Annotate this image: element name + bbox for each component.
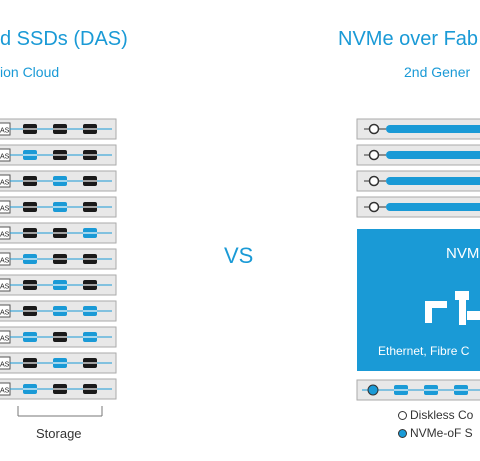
das-server-unit: AS	[0, 300, 117, 322]
ssd-drive-icon	[424, 385, 438, 395]
ssd-drive-icon	[23, 202, 37, 212]
nvmeof-node-icon	[367, 384, 379, 396]
diskless-node-icon	[368, 175, 380, 187]
nvmeof-storage-unit	[356, 379, 480, 401]
fabric-link-bar	[386, 177, 480, 185]
fabric-sublabel: Ethernet, Fibre C	[378, 344, 470, 358]
ssd-drive-icon	[53, 306, 67, 316]
ssd-drive-icon	[83, 384, 97, 394]
ssd-drive-icon	[53, 254, 67, 264]
legend-diskless: Diskless Co	[398, 408, 473, 422]
diskless-compute-node	[356, 118, 480, 140]
das-label: AS	[0, 128, 10, 135]
ssd-drive-icon	[23, 384, 37, 394]
ssd-drive-icon	[23, 254, 37, 264]
ssd-drive-icon	[53, 358, 67, 368]
diskless-node-icon	[368, 149, 380, 161]
das-label: AS	[0, 336, 10, 343]
das-server-unit: AS	[0, 352, 117, 374]
ssd-drive-icon	[454, 385, 468, 395]
diskless-compute-nodes	[356, 118, 480, 218]
das-label: AS	[0, 180, 10, 187]
ssd-drive-icon	[53, 228, 67, 238]
das-server-unit: AS	[0, 378, 117, 400]
storage-label: Storage	[36, 426, 82, 441]
vs-label: VS	[224, 243, 254, 268]
ssd-drive-icon	[23, 150, 37, 160]
das-subtitle: ion Cloud	[0, 64, 60, 80]
legend-nvmeof-text: NVMe-oF S	[410, 426, 473, 440]
nvmeof-subtitle: 2nd Gener	[404, 64, 471, 80]
ssd-drive-icon	[83, 150, 97, 160]
ssd-drive-icon	[53, 384, 67, 394]
ssd-drive-icon	[23, 228, 37, 238]
ssd-drive-icon	[53, 150, 67, 160]
das-server-unit: AS	[0, 222, 117, 244]
ssd-drive-icon	[23, 280, 37, 290]
ssd-drive-icon	[394, 385, 408, 395]
das-label: AS	[0, 258, 10, 265]
das-server-unit: AS	[0, 274, 117, 296]
nvmeof-storage-shelf	[356, 379, 480, 401]
ssd-drive-icon	[53, 202, 67, 212]
das-label: AS	[0, 310, 10, 317]
ssd-drive-icon	[83, 306, 97, 316]
das-server-unit: AS	[0, 170, 117, 192]
das-server-unit: AS	[0, 118, 117, 140]
ssd-drive-icon	[83, 124, 97, 134]
ssd-drive-icon	[83, 202, 97, 212]
ssd-drive-icon	[23, 358, 37, 368]
das-label: AS	[0, 362, 10, 369]
diskless-compute-node	[356, 196, 480, 218]
das-server-unit: AS	[0, 144, 117, 166]
nvmeof-title: NVMe over Fab	[338, 28, 479, 50]
das-title: d SSDs (DAS)	[0, 28, 128, 50]
ssd-drive-icon	[53, 332, 67, 342]
ssd-drive-icon	[53, 176, 67, 186]
diskless-compute-node	[356, 144, 480, 166]
diskless-node-icon	[368, 123, 380, 135]
das-label: AS	[0, 154, 10, 161]
ssd-drive-icon	[53, 124, 67, 134]
diskless-compute-node	[356, 170, 480, 192]
ssd-drive-icon	[23, 176, 37, 186]
ssd-drive-icon	[83, 228, 97, 238]
ssd-drive-icon	[83, 358, 97, 368]
das-server-unit: AS	[0, 326, 117, 348]
network-switch-icon	[425, 291, 480, 325]
ssd-drive-icon	[83, 332, 97, 342]
storage-bracket	[17, 406, 103, 417]
das-label: AS	[0, 284, 10, 291]
das-label: AS	[0, 206, 10, 213]
fabric-link-bar	[386, 203, 480, 211]
ssd-drive-icon	[83, 176, 97, 186]
ssd-drive-icon	[23, 306, 37, 316]
nvme-fabric-box: NVM Ethernet, Fibre C	[357, 229, 480, 371]
fabric-link-bar	[386, 151, 480, 159]
das-server-unit: AS	[0, 248, 117, 270]
das-server-rack: AS AS AS AS AS AS AS AS AS AS AS	[0, 118, 117, 400]
ssd-drive-icon	[83, 280, 97, 290]
nvmeof-marker-icon	[398, 429, 407, 438]
ssd-drive-icon	[23, 124, 37, 134]
legend-diskless-text: Diskless Co	[410, 408, 474, 422]
legend-nvmeof: NVMe-oF S	[398, 426, 473, 440]
ssd-drive-icon	[23, 332, 37, 342]
fabric-label: NVM	[446, 245, 480, 262]
fabric-link-bar	[386, 125, 480, 133]
diskless-node-icon	[368, 201, 380, 213]
das-label: AS	[0, 232, 10, 239]
diskless-marker-icon	[398, 411, 407, 420]
das-label: AS	[0, 388, 10, 395]
ssd-drive-icon	[83, 254, 97, 264]
ssd-drive-icon	[53, 280, 67, 290]
das-server-unit: AS	[0, 196, 117, 218]
